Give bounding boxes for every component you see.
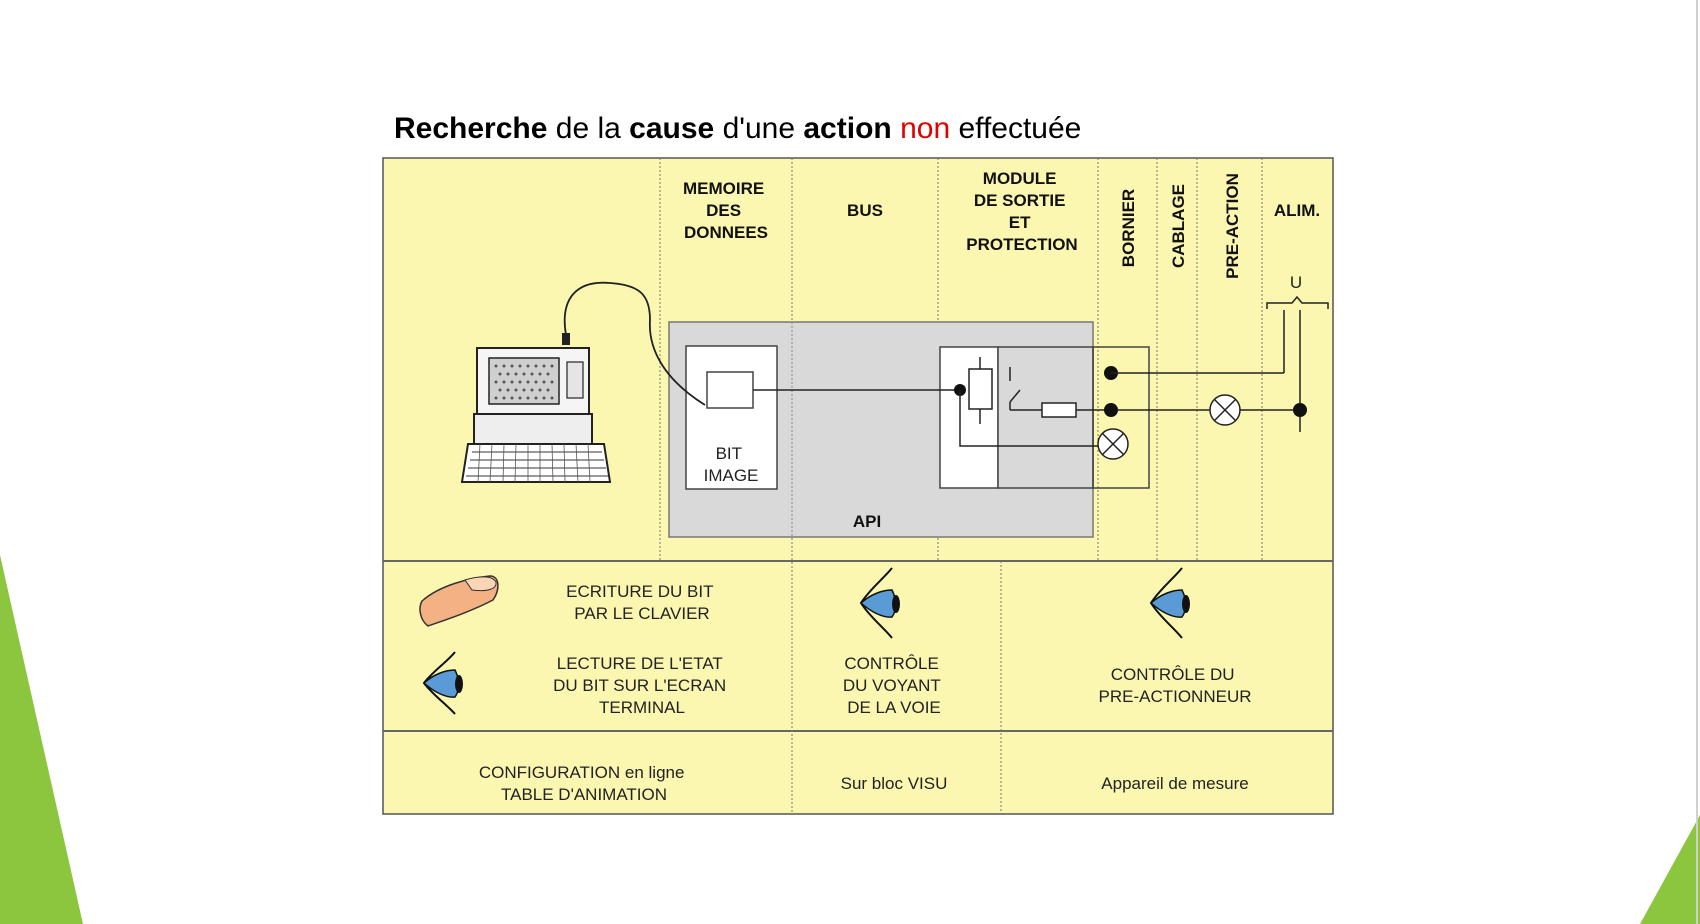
action-ecriture: ECRITURE DU BIT PAR LE CLAVIER xyxy=(566,582,718,623)
api-label: API xyxy=(853,512,881,531)
fuse xyxy=(1041,402,1077,418)
action-lecture: LECTURE DE L'ETAT DU BIT SUR L'ECRAN TER… xyxy=(553,654,731,717)
bit-cell xyxy=(706,371,754,409)
tool-visu: Sur bloc VISU xyxy=(841,774,948,793)
header-alim: ALIM. xyxy=(1274,201,1320,220)
eye-icon-lecture xyxy=(422,651,463,715)
module-lamp-cross-b xyxy=(1101,432,1125,456)
output-module-left xyxy=(939,346,999,489)
supply-u-label: U xyxy=(1290,273,1302,292)
header-memoire: MEMOIRE DES DONNEES xyxy=(683,179,769,242)
relay-coil xyxy=(968,368,993,410)
action-controle-voyant: CONTRÔLE DU VOYANT DE LA VOIE xyxy=(843,654,945,717)
header-bornier: BORNIER xyxy=(1119,189,1138,267)
terminal-bottom xyxy=(1104,403,1118,417)
tool-configuration: CONFIGURATION en ligne TABLE D'ANIMATION xyxy=(479,763,689,804)
bornier-box xyxy=(1092,346,1150,489)
eye-icon-voyant xyxy=(859,567,900,639)
header-bus: BUS xyxy=(847,201,883,220)
right-green-accent xyxy=(1640,815,1700,924)
supply-brace xyxy=(1266,295,1329,309)
slide-title: Recherche de la cause d'une action non e… xyxy=(394,112,1082,145)
tool-mesure: Appareil de mesure xyxy=(1101,774,1248,793)
terminal-computer-icon xyxy=(460,281,706,483)
contact-blade xyxy=(1009,389,1021,403)
left-green-accent xyxy=(0,555,83,924)
supply-junction-dot xyxy=(1293,403,1307,417)
action-controle-pre: CONTRÔLE DU PRE-ACTIONNEUR xyxy=(1098,665,1251,706)
header-preaction: PRE-ACTION xyxy=(1223,173,1242,279)
bit-image-label: BIT IMAGE xyxy=(704,444,759,485)
coil-return-wire xyxy=(959,390,1113,447)
finger-icon xyxy=(419,575,499,627)
pre-lamp-cross-b xyxy=(1213,398,1237,422)
header-module: MODULE DE SORTIE ET PROTECTION xyxy=(966,169,1077,254)
memory-card xyxy=(685,345,778,490)
eye-icon-preactionneur xyxy=(1149,567,1190,639)
header-cablage: CABLAGE xyxy=(1169,184,1188,268)
